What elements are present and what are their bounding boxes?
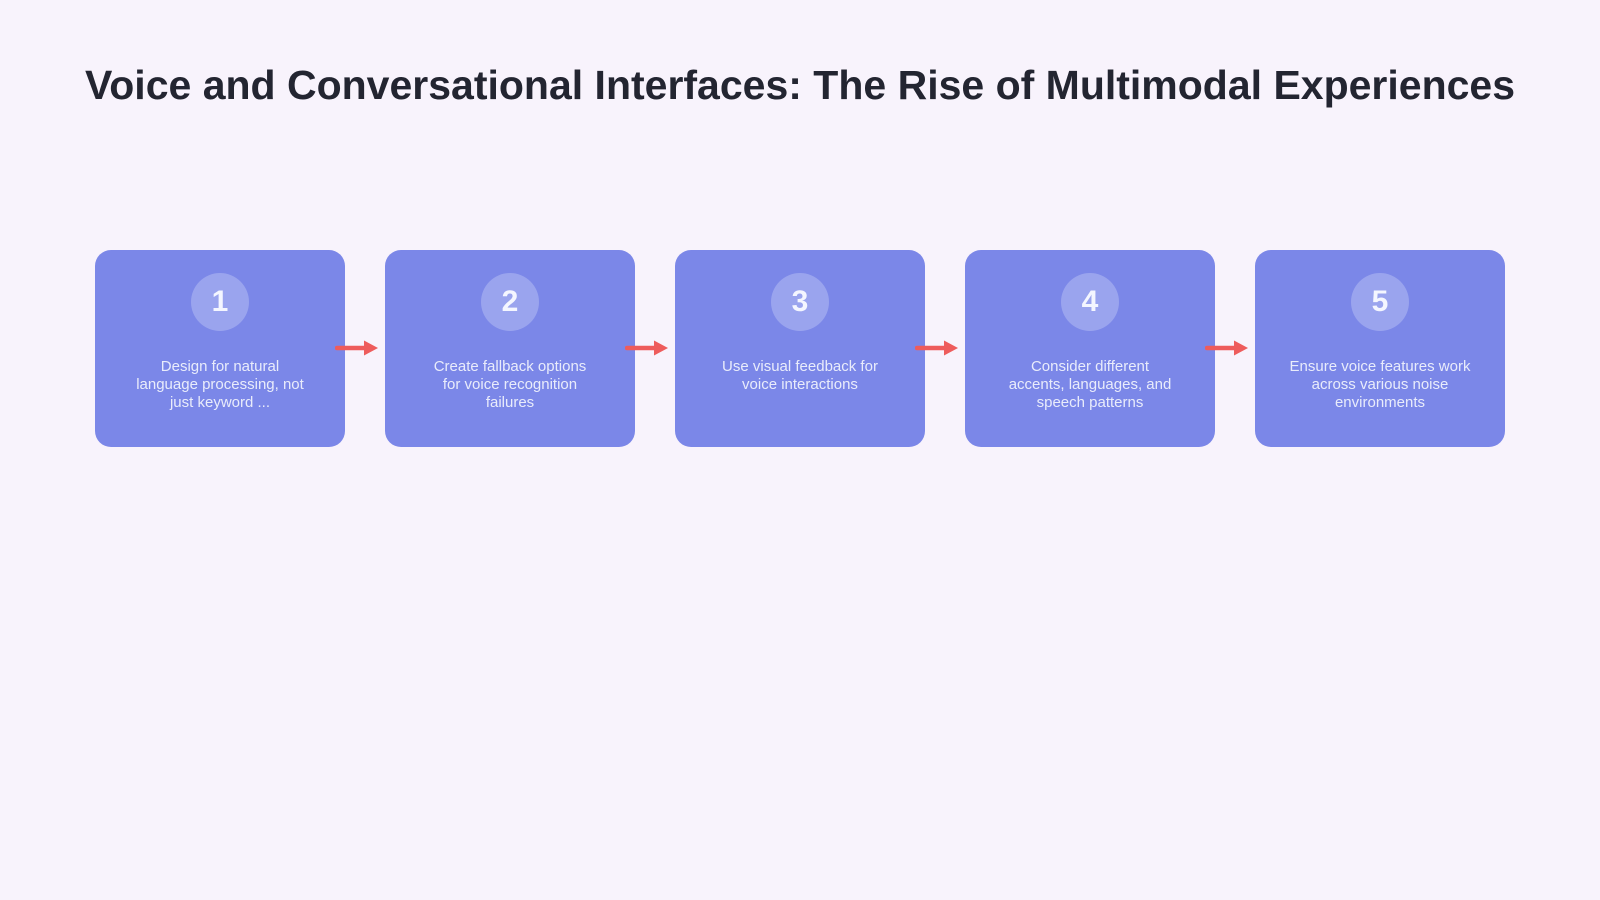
step-number: 4 [1081,285,1099,318]
step-label: Design for natural language processing, … [136,358,304,411]
step-card: 4 Consider different accents, languages,… [965,250,1215,447]
step-number-badge: 1 [191,273,249,331]
arrow-right-icon [625,340,668,356]
arrow-right-icon [1205,340,1248,356]
title-bar: Voice and Conversational Interfaces: The… [85,61,1515,109]
step-number-badge: 3 [771,273,829,331]
step-card: 3 Use visual feedback for voice interact… [675,250,925,447]
step-number: 5 [1371,285,1389,318]
page-title: Voice and Conversational Interfaces: The… [84,62,1516,108]
arrow-cell [335,250,385,447]
step-card: 1 Design for natural language processing… [95,250,345,447]
step-number: 2 [501,285,519,318]
step-number-badge: 5 [1351,273,1409,331]
arrow-cell [625,250,675,447]
arrow-cell [915,250,965,447]
step-card: 5 Ensure voice features work across vari… [1255,250,1505,447]
step-label: Use visual feedback for voice interactio… [722,358,878,393]
arrow-right-icon [915,340,958,356]
process-flow: 1 Design for natural language processing… [95,250,1505,447]
arrow-cell [1205,250,1255,447]
step-number-badge: 4 [1061,273,1119,331]
arrow-right-icon [335,340,378,356]
step-label: Create fallback options for voice recogn… [433,358,587,411]
step-number-badge: 2 [481,273,539,331]
step-number: 3 [791,285,809,318]
step-number: 1 [211,285,229,318]
step-label: Consider different accents, languages, a… [1008,358,1172,411]
step-card: 2 Create fallback options for voice reco… [385,250,635,447]
step-label: Ensure voice features work across variou… [1289,358,1471,411]
